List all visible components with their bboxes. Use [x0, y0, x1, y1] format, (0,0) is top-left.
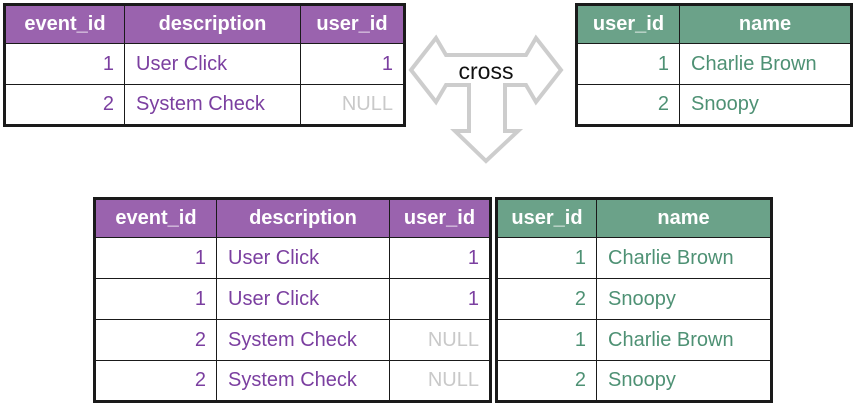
table-cell: System Check — [216, 319, 390, 361]
column-header-user-id: user_id — [389, 198, 491, 238]
table-row: 1 Charlie Brown — [576, 43, 852, 85]
table-header-row: user_id name — [496, 198, 772, 238]
join-type-label: cross — [459, 58, 514, 84]
table-row: 1 Charlie Brown — [496, 319, 772, 361]
table-cell: 1 — [389, 278, 491, 320]
table-cell: 1 — [300, 43, 405, 85]
table-cell: 1 — [576, 43, 680, 85]
table-row: 1 User Click 1 — [94, 237, 491, 279]
table-row: 2 System Check NULL — [94, 319, 491, 361]
column-header-event-id: event_id — [4, 4, 125, 44]
result-table: event_id description user_id 1 User Clic… — [93, 197, 773, 403]
table-row: 2 Snoopy — [496, 360, 772, 402]
table-cell: 1 — [389, 237, 491, 279]
table-cell: Charlie Brown — [679, 43, 852, 85]
table-cell: 2 — [496, 278, 597, 320]
table-row: 2 Snoopy — [576, 84, 852, 126]
table-cell: User Click — [216, 237, 390, 279]
table-cell: 1 — [496, 237, 597, 279]
table-cell: Charlie Brown — [596, 319, 772, 361]
table-cell: Snoopy — [596, 278, 772, 320]
table-header-row: user_id name — [576, 4, 852, 44]
table-cell: 1 — [496, 319, 597, 361]
table-header-row: event_id description user_id — [94, 198, 491, 238]
column-header-name: name — [596, 198, 772, 238]
table-cell-null: NULL — [300, 84, 405, 126]
table-cell: 2 — [496, 360, 597, 402]
column-header-event-id: event_id — [94, 198, 217, 238]
column-header-user-id: user_id — [576, 4, 680, 44]
column-header-name: name — [679, 4, 852, 44]
table-cell: 1 — [94, 237, 217, 279]
table-cell: Snoopy — [596, 360, 772, 402]
table-cell: Charlie Brown — [596, 237, 772, 279]
table-row: 1 User Click 1 — [4, 43, 405, 85]
table-cell-null: NULL — [389, 319, 491, 361]
column-header-user-id: user_id — [496, 198, 597, 238]
column-header-description: description — [216, 198, 390, 238]
result-table-right: user_id name 1 Charlie Brown 2 Snoopy 1 … — [495, 197, 773, 403]
table-cell: 2 — [576, 84, 680, 126]
table-cell: 2 — [94, 319, 217, 361]
table-cell: User Click — [124, 43, 301, 85]
cross-join-arrow-icon: cross — [408, 34, 564, 164]
table-cell: User Click — [216, 278, 390, 320]
events-table: event_id description user_id 1 User Clic… — [3, 3, 406, 127]
table-row: 2 System Check NULL — [4, 84, 405, 126]
table-cell: Snoopy — [679, 84, 852, 126]
table-row: 1 Charlie Brown — [496, 237, 772, 279]
table-cell: 2 — [4, 84, 125, 126]
result-table-left: event_id description user_id 1 User Clic… — [93, 197, 492, 403]
table-row: 1 User Click 1 — [94, 278, 491, 320]
column-header-description: description — [124, 4, 301, 44]
table-cell: 2 — [94, 360, 217, 402]
table-header-row: event_id description user_id — [4, 4, 405, 44]
column-header-user-id: user_id — [300, 4, 405, 44]
table-cell: 1 — [4, 43, 125, 85]
table-cell-null: NULL — [389, 360, 491, 402]
table-cell: System Check — [124, 84, 301, 126]
table-row: 2 System Check NULL — [94, 360, 491, 402]
table-cell: System Check — [216, 360, 390, 402]
users-table: user_id name 1 Charlie Brown 2 Snoopy — [575, 3, 853, 127]
table-row: 2 Snoopy — [496, 278, 772, 320]
table-cell: 1 — [94, 278, 217, 320]
